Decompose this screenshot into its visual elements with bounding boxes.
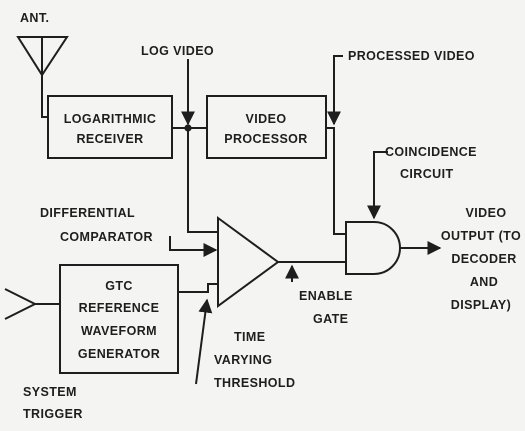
video-output-label-line4: AND [470,275,498,289]
processed-video-wire [326,127,347,244]
gtc-generator-label-line2: REFERENCE [79,301,160,315]
time-varying-threshold-label-line1: TIME [234,330,265,344]
video-output-label-line1: VIDEO [466,206,507,220]
gtc-generator-label-line1: GTC [105,279,133,293]
logarithmic-receiver-block [47,95,173,159]
time-varying-threshold-label-line3: THRESHOLD [214,376,295,390]
system-trigger-symbol [4,288,38,320]
video-output-label-line2: OUTPUT (TO [441,229,521,243]
gtc-generator-label-line3: WAVEFORM [81,324,157,338]
gtc-generator-block [59,264,179,374]
differential-comparator-pointer [169,236,218,257]
video-processor-block [206,95,327,159]
processed-video-label: PROCESSED VIDEO [348,49,475,63]
logarithmic-receiver-label-line2: RECEIVER [76,132,143,146]
differential-comparator-symbol [217,216,280,308]
log-video-to-comparator-wire [187,128,218,233]
video-output-label-line5: DISPLAY) [451,298,511,312]
system-trigger-label-line1: SYSTEM [23,385,77,399]
antenna-label: ANT. [20,11,49,25]
processed-video-pointer [327,55,343,126]
log-video-label: LOG VIDEO [141,44,214,58]
coincidence-circuit-pointer [367,151,388,220]
coincidence-circuit-label-line1: COINCIDENCE [385,145,477,159]
antenna-symbol [16,36,69,118]
video-processor-label-line1: VIDEO [246,112,287,126]
coincidence-circuit-label-line2: CIRCUIT [400,167,454,181]
threshold-wire [178,283,218,293]
time-varying-threshold-pointer [195,298,213,385]
system-trigger-label-line2: TRIGGER [23,407,83,421]
enable-gate-label-line1: ENABLE [299,289,353,303]
gtc-generator-label-line4: GENERATOR [78,347,160,361]
time-varying-threshold-label-line2: VARYING [214,353,272,367]
coincidence-circuit-gate [345,221,401,275]
video-processor-label-line2: PROCESSOR [224,132,307,146]
differential-comparator-label-line1: DIFFERENTIAL [40,206,135,220]
enable-gate-label-line2: GATE [313,312,348,326]
logarithmic-receiver-label-line1: LOGARITHMIC [64,112,157,126]
video-output-label-line3: DECODER [451,252,516,266]
differential-comparator-label-line2: COMPARATOR [60,230,153,244]
